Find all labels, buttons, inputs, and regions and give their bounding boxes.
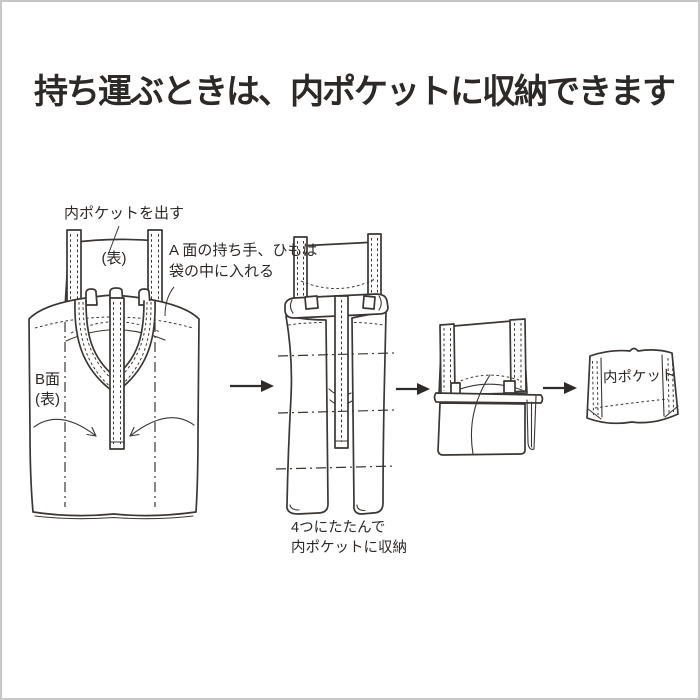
label-b-side-line1: B面 <box>35 371 61 388</box>
step1-bag-drawing <box>28 225 200 520</box>
step2-folded-drawing <box>275 233 396 515</box>
step3-square-drawing <box>433 318 544 456</box>
label-pocket-front-side: (表) <box>101 250 127 267</box>
page-title: 持ち運ぶときは、内ポケットに収納できます <box>34 73 676 111</box>
leader-line <box>107 225 120 256</box>
caption-fold-in-four-line2: 内ポケットに収納 <box>291 540 407 556</box>
leader-line <box>164 286 175 317</box>
step4-pouch-drawing <box>586 347 679 425</box>
label-put-handles-inside-line2: 袋の中に入れる <box>169 263 275 280</box>
label-put-handles-inside: A 面の持ち手、ひもは 袋の中に入れる <box>169 240 317 282</box>
label-take-out-inner-pocket: 内ポケットを出す <box>64 205 185 222</box>
caption-fold-in-four-line1: 4つにたたんで <box>291 520 386 536</box>
step-arrow-icon <box>230 380 274 392</box>
label-b-side-line2: (表) <box>35 391 60 408</box>
step-arrow-icon <box>396 383 430 395</box>
label-put-handles-inside-line1: A 面の持ち手、ひもは <box>169 242 318 259</box>
label-inner-pocket: 内ポケット <box>602 367 676 387</box>
caption-fold-in-four: 4つにたたんで 内ポケットに収納 <box>291 518 407 558</box>
step-arrow-icon <box>543 382 577 394</box>
label-b-side-front: B面 (表) <box>35 370 60 410</box>
